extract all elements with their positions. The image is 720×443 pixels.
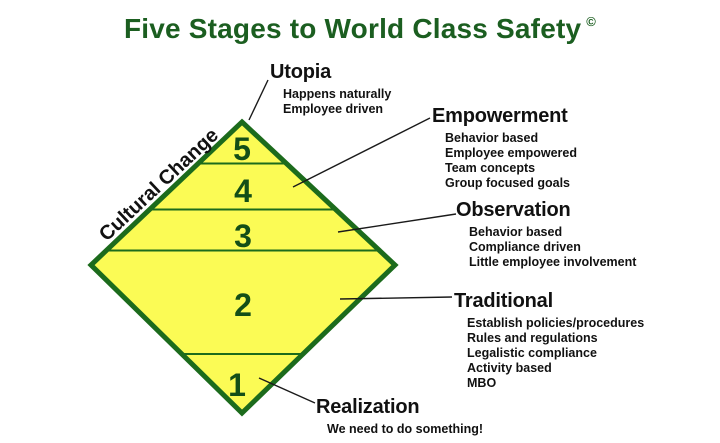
- annotation-item: We need to do something!: [327, 422, 484, 436]
- annotation-item: Behavior based: [445, 131, 539, 145]
- annotation-heading-empowerment: Empowerment: [432, 105, 568, 127]
- annotation-observation: Observation Behavior based Compliance dr…: [456, 198, 636, 270]
- annotation-item: Employee driven: [283, 102, 384, 116]
- annotation-heading-realization: Realization: [316, 396, 420, 418]
- annotation-heading-observation: Observation: [456, 199, 571, 221]
- stage-number-1: 1: [228, 367, 246, 403]
- leader-line-observation: [337, 213, 457, 233]
- stage-number-4: 4: [234, 173, 252, 209]
- annotation-item: Compliance driven: [469, 240, 581, 254]
- annotation-items-observation: Behavior based Compliance driven Little …: [469, 225, 636, 270]
- annotation-item: Behavior based: [469, 225, 563, 239]
- annotation-item: Rules and regulations: [467, 331, 598, 345]
- copyright-icon: ©: [586, 13, 597, 29]
- diamond-shape: [87, 118, 399, 417]
- leader-line-empowerment: [292, 117, 431, 188]
- annotation-item: Activity based: [467, 361, 552, 375]
- annotation-utopia: Utopia Happens naturally Employee driven: [270, 60, 391, 117]
- annotation-item: Little employee involvement: [469, 255, 637, 269]
- leader-line-realization: [258, 377, 316, 404]
- annotation-items-traditional: Establish policies/procedures Rules and …: [467, 316, 644, 391]
- annotation-traditional: Traditional Establish policies/procedure…: [454, 289, 644, 391]
- annotation-item: Happens naturally: [283, 87, 392, 101]
- annotation-items-realization: We need to do something!: [327, 422, 483, 437]
- annotation-item: Establish policies/procedures: [467, 316, 645, 330]
- annotation-item: Legalistic compliance: [467, 346, 597, 360]
- annotation-items-utopia: Happens naturally Employee driven: [283, 87, 391, 117]
- stage-number-3: 3: [234, 218, 252, 254]
- title-text: Five Stages to World Class Safety: [123, 13, 582, 44]
- annotation-heading-traditional: Traditional: [454, 290, 553, 312]
- annotation-items-empowerment: Behavior based Employee empowered Team c…: [445, 131, 577, 191]
- page-title: Five Stages to World Class Safety©: [0, 13, 720, 45]
- stage-number-5: 5: [233, 131, 251, 167]
- annotation-item: MBO: [467, 376, 497, 390]
- annotation-realization: Realization We need to do something!: [316, 395, 483, 437]
- annotation-item: Group focused goals: [445, 176, 571, 190]
- annotation-item: Team concepts: [445, 161, 536, 175]
- annotation-item: Employee empowered: [445, 146, 577, 160]
- annotation-heading-utopia: Utopia: [270, 61, 332, 83]
- stage-number-2: 2: [234, 287, 252, 323]
- annotation-empowerment: Empowerment Behavior based Employee empo…: [432, 104, 577, 191]
- leader-line-utopia: [248, 79, 269, 121]
- leader-line-traditional: [339, 296, 453, 300]
